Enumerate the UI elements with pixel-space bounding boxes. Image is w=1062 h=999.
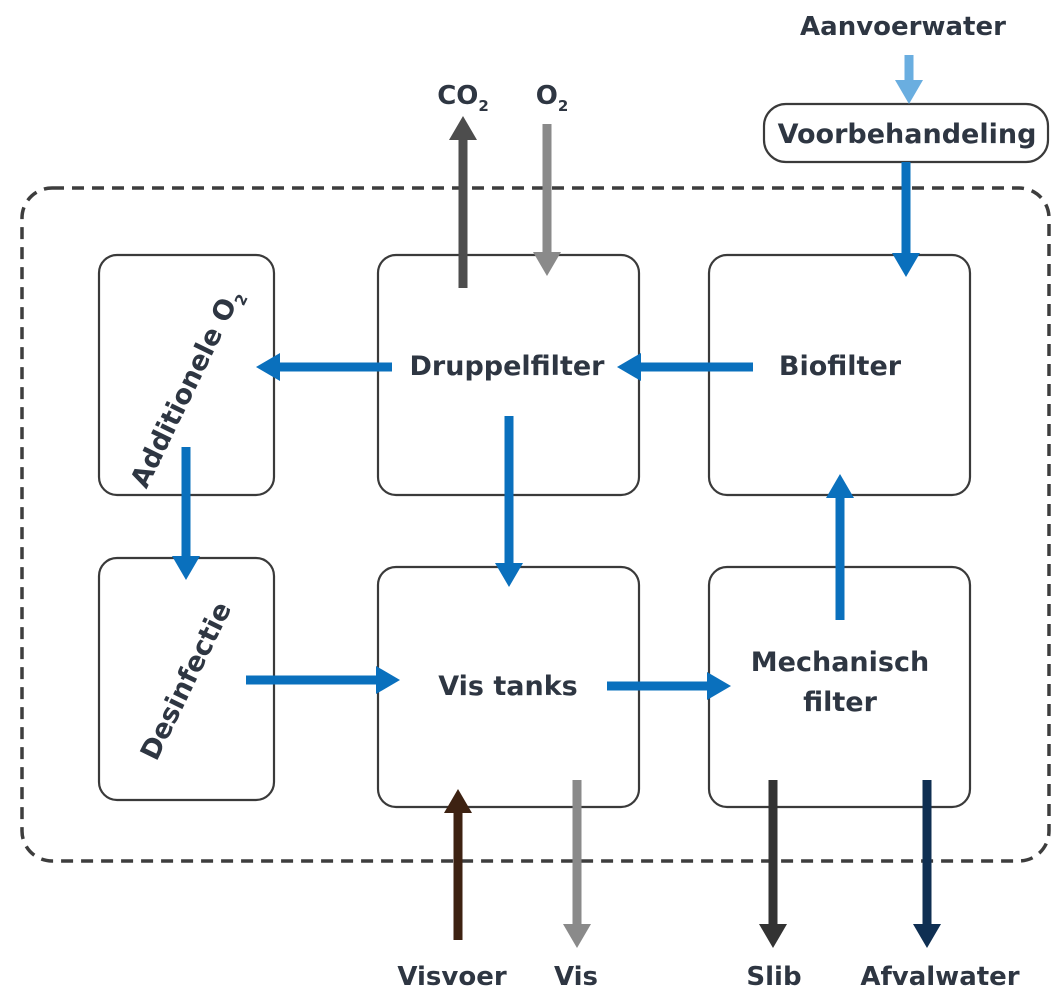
o2-label: O2 xyxy=(536,81,569,115)
trickling-to-fish-tanks-arrow-head xyxy=(495,563,523,587)
mechanical-filter-label-line2: filter xyxy=(803,687,877,718)
disinfection-to-fish-tanks-arrow xyxy=(246,666,400,694)
fish-tanks-to-mechanical-arrow-head xyxy=(707,672,731,700)
fish-feed-label: Visvoer xyxy=(397,962,506,992)
pretreatment-label: Voorbehandeling xyxy=(778,119,1037,150)
supply-arrow-head xyxy=(895,80,923,104)
co2-out-arrow xyxy=(449,116,477,288)
fish-tanks-to-mechanical-arrow xyxy=(607,672,731,700)
pretreatment-to-biofilter-arrow-head xyxy=(892,253,920,277)
sludge-label: Slib xyxy=(746,962,801,992)
sludge-out-arrow-head xyxy=(759,924,787,948)
mechanical-to-biofilter-arrow-head xyxy=(826,474,854,498)
waste-water-out-arrow xyxy=(913,780,941,948)
co2-label: CO2 xyxy=(437,81,489,115)
biofilter-to-trickling-arrow xyxy=(617,353,753,381)
fish-out-arrow xyxy=(563,780,591,948)
trickling-to-additional-o2-arrow-head xyxy=(256,353,280,381)
o2-subscript: 2 xyxy=(558,97,568,115)
biofilter-label: Biofilter xyxy=(779,351,902,382)
fish-label: Vis xyxy=(554,962,598,992)
o2-in-arrow xyxy=(533,124,561,276)
fish-tanks-label: Vis tanks xyxy=(438,671,578,702)
trickling-to-additional-o2-arrow xyxy=(256,353,392,381)
biofilter-to-trickling-arrow-head xyxy=(617,353,641,381)
co2-subscript: 2 xyxy=(478,97,488,115)
trickling-to-fish-tanks-arrow xyxy=(495,416,523,587)
o2-in-arrow-head xyxy=(533,252,561,276)
disinfection-to-fish-tanks-arrow-head xyxy=(376,666,400,694)
co2-text: CO xyxy=(437,81,478,111)
waste-water-out-arrow-head xyxy=(913,924,941,948)
fish-feed-in-arrow xyxy=(444,789,472,940)
additional-o2-to-disinfection-arrow xyxy=(172,447,200,580)
trickling-filter-label: Druppelfilter xyxy=(410,351,606,382)
flow-arrows xyxy=(172,55,941,948)
fish-out-arrow-head xyxy=(563,924,591,948)
mechanical-to-biofilter-arrow xyxy=(826,474,854,620)
pretreatment-to-biofilter-arrow xyxy=(892,162,920,277)
waste-water-label: Afvalwater xyxy=(860,962,1019,992)
supply-arrow xyxy=(895,55,923,104)
co2-out-arrow-head xyxy=(449,116,477,140)
supply-water-label: Aanvoerwater xyxy=(800,12,1006,42)
system-boundary xyxy=(20,186,1051,863)
sludge-out-arrow xyxy=(759,780,787,948)
mechanical-filter-label-line1: Mechanisch xyxy=(751,647,929,678)
additional-o2-to-disinfection-arrow-head xyxy=(172,556,200,580)
fish-feed-in-arrow-head xyxy=(444,789,472,813)
o2-text: O xyxy=(536,81,558,111)
